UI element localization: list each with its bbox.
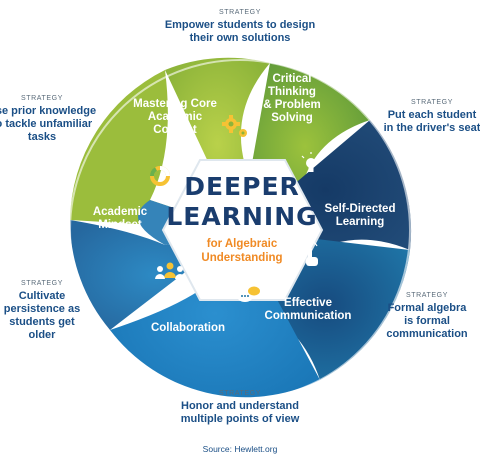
people-icon	[155, 262, 185, 279]
collaboration-label: Collaboration	[151, 322, 225, 334]
effective-label-2: Communication	[265, 310, 352, 322]
strategy-top-label: STRATEGY	[219, 9, 261, 16]
segment-mastering-core-content	[165, 57, 270, 230]
strategy-left-bottom-line3: students get	[9, 316, 75, 328]
critical-label-2: Thinking	[268, 86, 316, 98]
strategy-right-top-line2: in the driver's seat	[384, 122, 480, 134]
center-subtitle-line1: for Algebraic	[207, 238, 278, 250]
mastering-label-2: Academic	[148, 111, 203, 123]
strategy-left-bottom-line4: older	[29, 329, 57, 341]
strategy-left-bottom-line2: persistence as	[4, 303, 80, 315]
mastering-label-3: Content	[153, 124, 197, 136]
source-credit: Source: Hewlett.org	[203, 444, 278, 454]
strategy-right-top-line1: Put each student	[388, 109, 477, 121]
critical-label-4: Solving	[271, 112, 313, 124]
strategy-left-top-line3: tasks	[28, 131, 56, 143]
strategy-left-top: STRATEGY Use prior knowledge to tackle u…	[0, 95, 96, 143]
strategy-bottom-line1: Honor and understand	[181, 400, 299, 412]
strategy-right-bottom: STRATEGY Formal algebra is formal commun…	[386, 292, 468, 340]
strategy-top-line2: their own solutions	[190, 32, 291, 44]
strategy-bottom-label: STRATEGY	[219, 390, 261, 397]
strategy-left-bottom: STRATEGY Cultivate persistence as studen…	[4, 280, 80, 341]
center-subtitle-line2: Understanding	[201, 252, 282, 264]
strategy-right-bottom-line3: communication	[386, 328, 468, 340]
effective-label-1: Effective	[284, 297, 332, 309]
strategy-left-top-label: STRATEGY	[21, 95, 63, 102]
strategy-right-bottom-line1: Formal algebra	[388, 302, 468, 314]
self-directed-label-2: Learning	[336, 216, 385, 228]
strategy-left-top-line2: to tackle unfamiliar	[0, 118, 93, 130]
center-hexagon-shape	[161, 159, 324, 301]
lightbulb-icon	[301, 152, 321, 172]
academic-mindset-label-2: Mindset	[98, 219, 142, 231]
mastering-label-1: Mastering Core	[133, 98, 217, 110]
strategy-bottom: STRATEGY Honor and understand multiple p…	[181, 390, 300, 425]
center-title-line1: DEEPER	[184, 172, 300, 201]
center-hexagon: DEEPER LEARNING for Algebraic Understand…	[161, 159, 324, 301]
strategy-left-bottom-line1: Cultivate	[19, 290, 65, 302]
pointer-hand-icon	[300, 240, 318, 266]
critical-label-3: & Problem	[263, 99, 321, 111]
strategy-right-top: STRATEGY Put each student in the driver'…	[384, 99, 480, 134]
strategy-bottom-line2: multiple points of view	[181, 413, 300, 425]
self-directed-label-1: Self-Directed	[325, 203, 396, 215]
center-title-line2: LEARNING	[166, 202, 317, 231]
strategy-top: STRATEGY Empower students to design thei…	[165, 9, 316, 44]
gears-icon	[222, 115, 247, 137]
segment-labels: Mastering Core Academic Content Critical…	[93, 73, 396, 334]
strategy-left-top-line1: Use prior knowledge	[0, 105, 96, 117]
critical-label-1: Critical	[273, 73, 312, 85]
strategy-right-bottom-line2: is formal	[404, 315, 450, 327]
strategy-left-bottom-label: STRATEGY	[21, 280, 63, 287]
strategy-right-top-label: STRATEGY	[411, 99, 453, 106]
circle-segments	[69, 57, 412, 401]
academic-mindset-label-1: Academic	[93, 206, 148, 218]
segment-collaboration	[110, 230, 320, 398]
strategy-right-bottom-label: STRATEGY	[406, 292, 448, 299]
strategy-top-line1: Empower students to design	[165, 19, 316, 31]
speech-bubbles-icon	[237, 286, 260, 302]
cycle-chart-icon	[149, 166, 170, 186]
segment-academic-mindset-upper	[70, 70, 240, 230]
